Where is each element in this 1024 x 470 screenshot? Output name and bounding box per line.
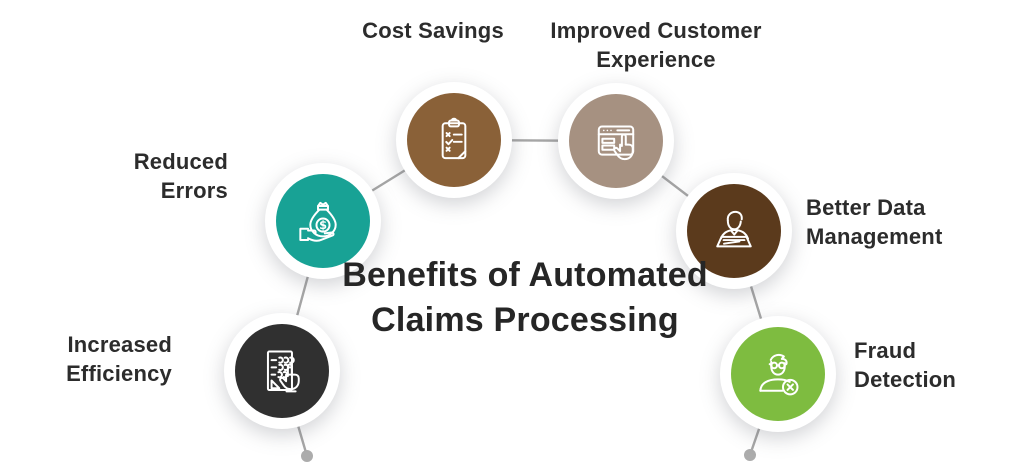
label-better-data-management: Better Data Management (806, 195, 943, 249)
svg-text:$: $ (319, 218, 327, 232)
label-reduced-errors: Reduced Errors (133, 149, 228, 203)
connector-dot-right (744, 449, 756, 461)
label-increased-efficiency: Increased Efficiency (66, 332, 172, 386)
node-improved-customer-experience (558, 83, 674, 199)
money-bag-hand-icon: $ (299, 201, 337, 242)
node-better-data-management (676, 173, 792, 289)
page-title: Benefits of Automated Claims Processing (342, 256, 708, 339)
node-reduced-errors: $ (265, 163, 381, 279)
label-improved-customer-experience: Improved Customer Experience (550, 18, 762, 72)
node-fraud-detection (720, 316, 836, 432)
node-cost-savings (396, 82, 512, 198)
connector-dot-left (301, 450, 313, 462)
document-tap-icon (266, 350, 300, 393)
label-cost-savings: Cost Savings (362, 18, 504, 43)
label-fraud-detection: Fraud Detection (854, 338, 957, 392)
clipboard-checklist-icon (441, 117, 467, 160)
browser-click-icon (597, 125, 635, 161)
person-fraud-icon (759, 353, 799, 396)
node-increased-efficiency (224, 313, 340, 429)
person-laptop-icon (716, 210, 752, 248)
